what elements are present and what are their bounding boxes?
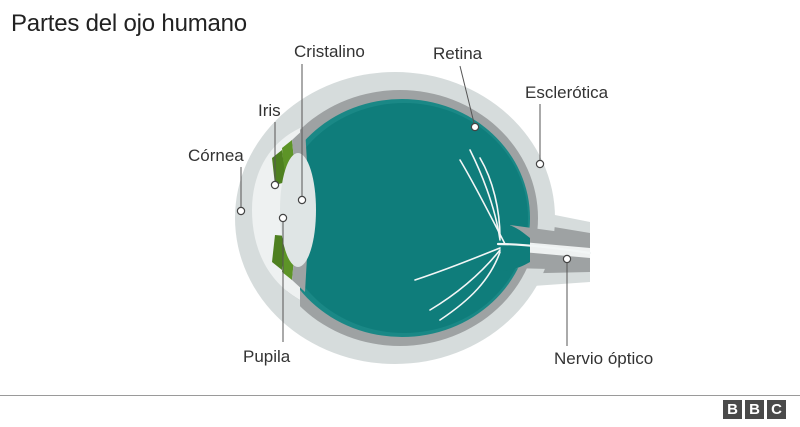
label-pupila: Pupila (243, 347, 291, 366)
bbc-logo: B B C (723, 400, 786, 419)
dot-nervio (563, 255, 570, 262)
label-iris: Iris (258, 101, 281, 120)
footer-divider (0, 395, 800, 396)
dot-retina (471, 123, 478, 130)
label-esclerotica: Esclerótica (525, 83, 609, 102)
label-cornea: Córnea (188, 146, 244, 165)
bbc-logo-letter: B (745, 400, 764, 419)
lens-cristalino (280, 153, 316, 267)
dot-cristalino (298, 196, 305, 203)
dot-iris (271, 181, 278, 188)
label-retina: Retina (433, 44, 483, 63)
dot-pupila (279, 214, 286, 221)
label-nervio-optico: Nervio óptico (554, 349, 653, 368)
dot-esclerotica (536, 160, 543, 167)
bbc-logo-letter: C (767, 400, 786, 419)
bbc-logo-letter: B (723, 400, 742, 419)
dot-cornea (237, 207, 244, 214)
label-cristalino: Cristalino (294, 42, 365, 61)
